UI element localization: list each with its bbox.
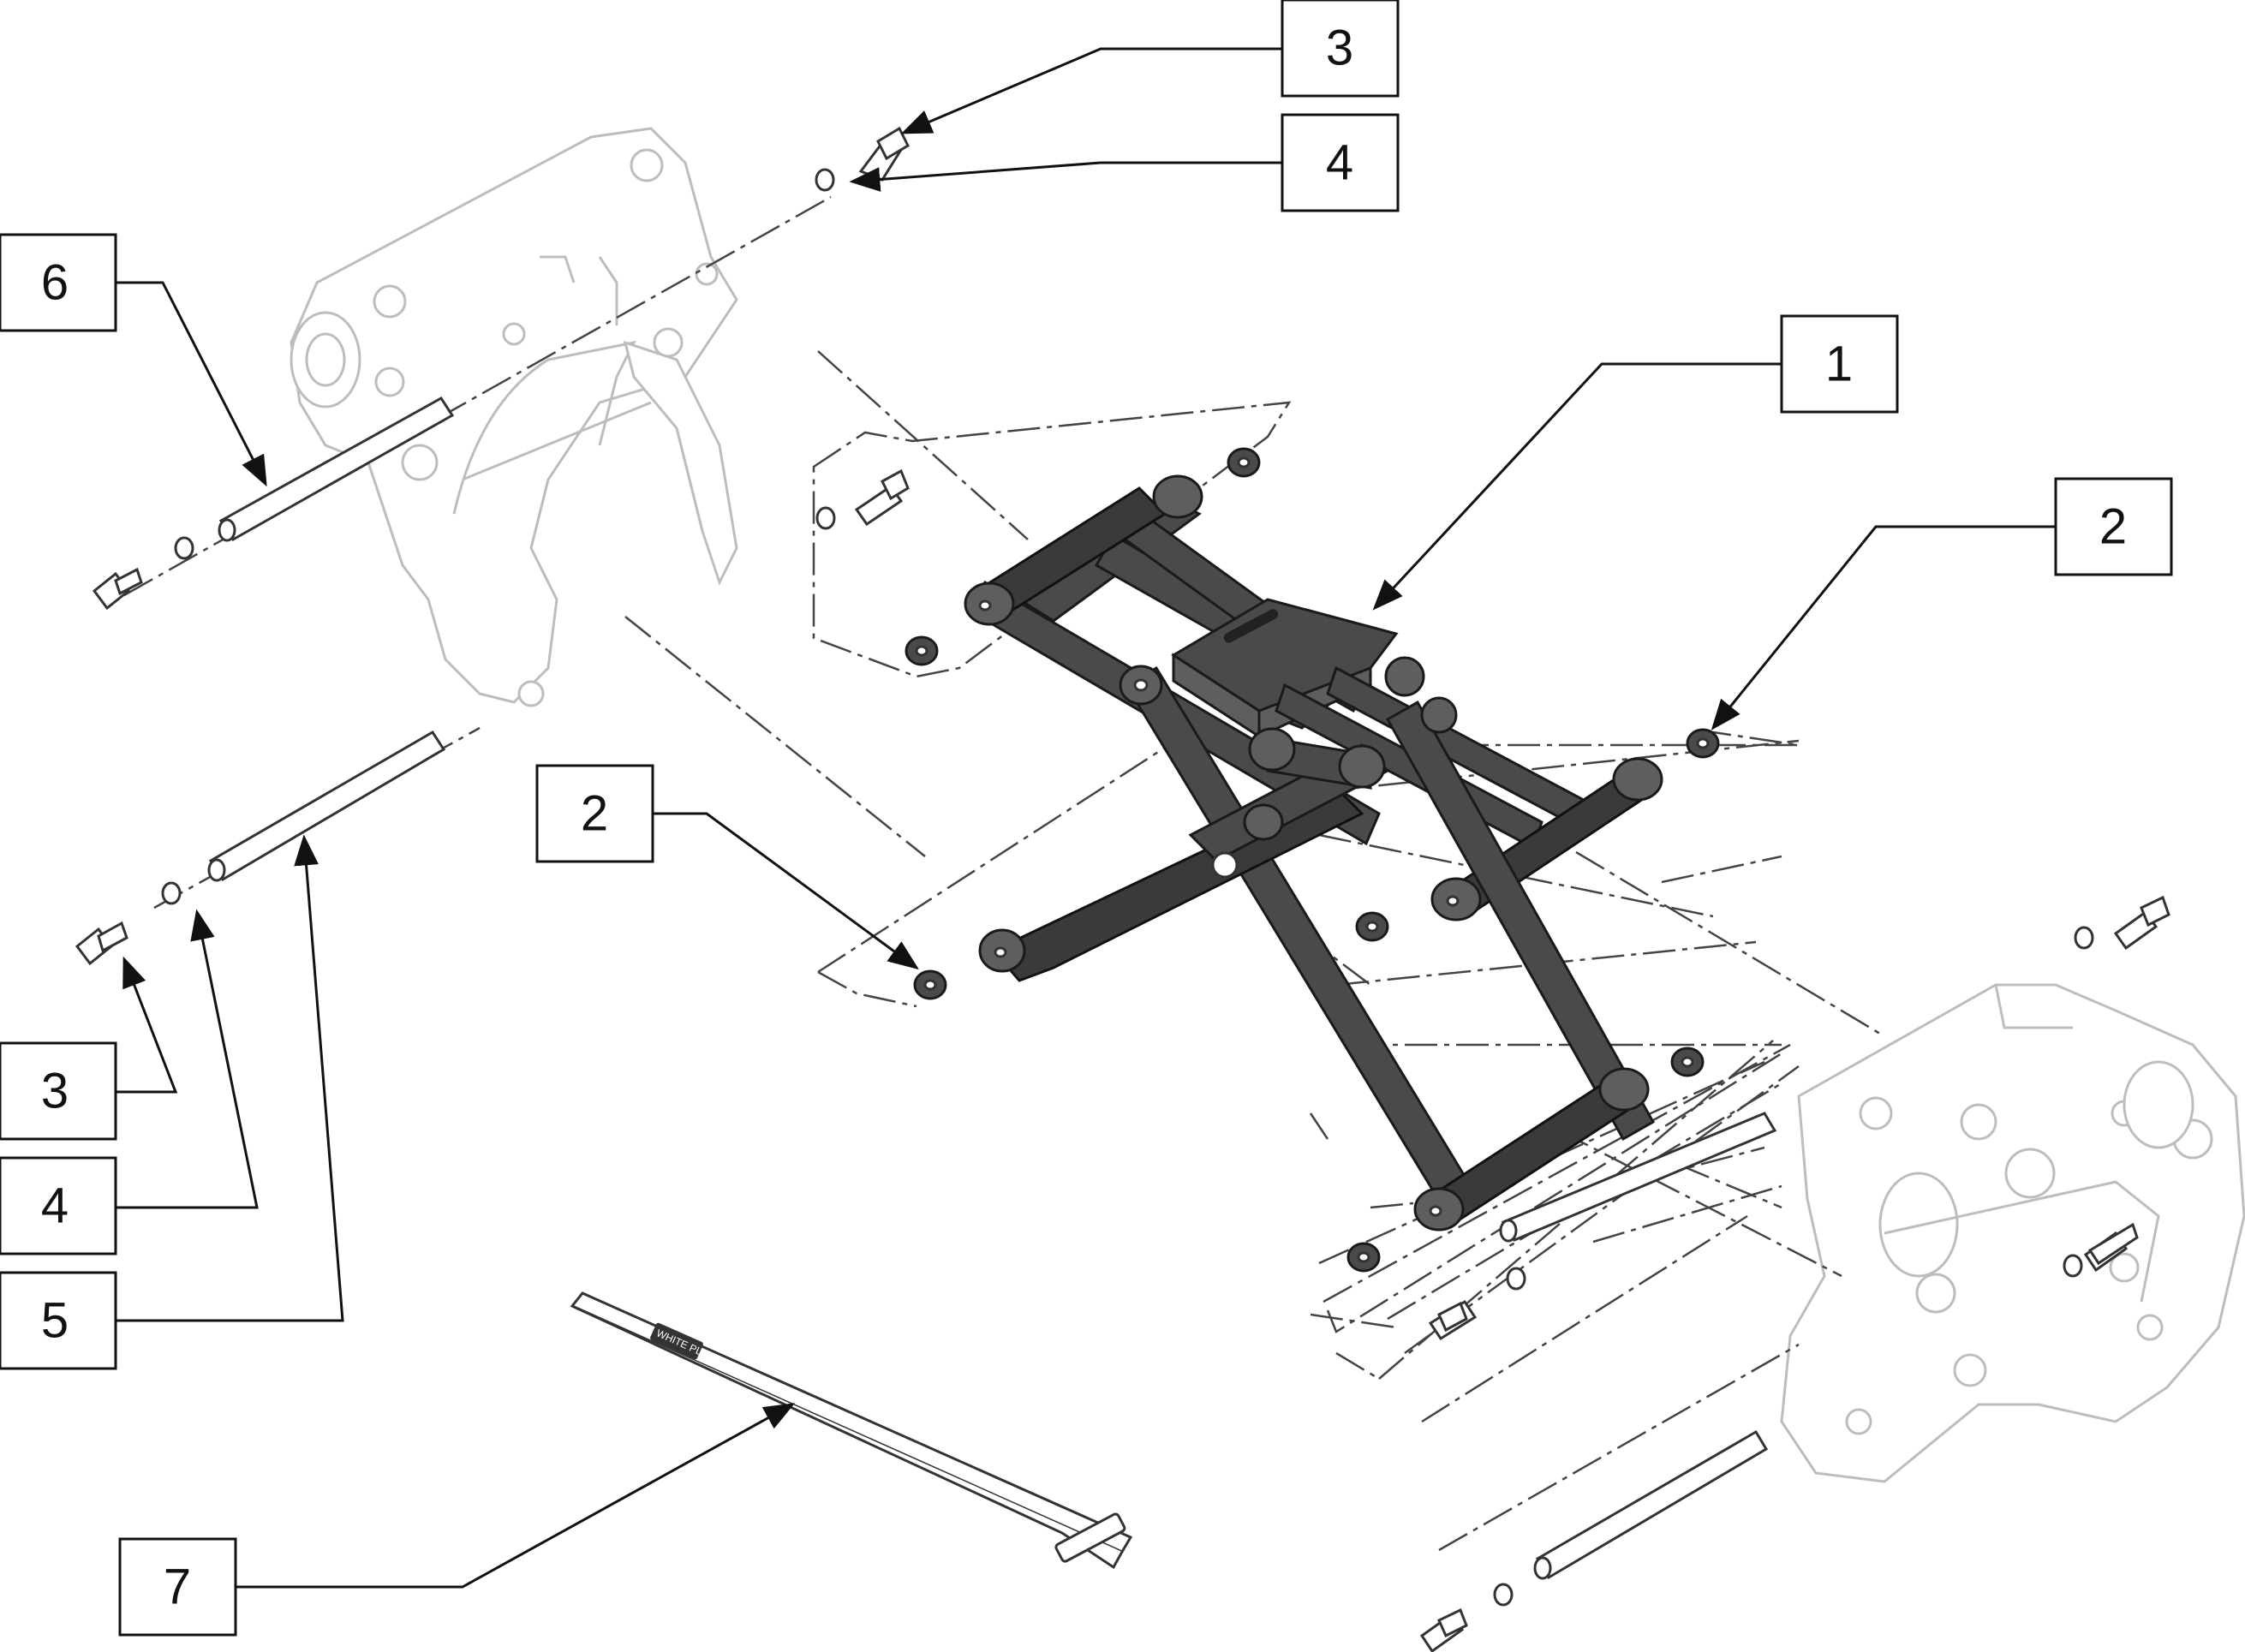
callout-5: 5 <box>0 1271 117 1370</box>
callout-label: 4 <box>1326 135 1353 191</box>
callout-3-top: 3 <box>1281 0 1400 98</box>
callout-label: 2 <box>581 786 608 842</box>
rod-lower-right-2 <box>1533 1429 1769 1580</box>
bolt-right-mid <box>1428 1267 1526 1341</box>
strap: WHITE PLATE <box>570 1291 1133 1570</box>
callout-label: 7 <box>164 1560 191 1615</box>
bushing-upper-left <box>905 635 939 666</box>
callout-2-right: 2 <box>2054 477 2173 576</box>
callout-1: 1 <box>1780 314 1899 414</box>
scissor-frame-assembly <box>964 474 1663 1232</box>
callout-7: 7 <box>118 1537 237 1637</box>
rods <box>207 397 1777 1580</box>
rod-upper-left <box>218 397 455 542</box>
bushing-left <box>913 969 947 1000</box>
bushing-mid <box>1355 911 1389 942</box>
bolt-right-top <box>2074 895 2170 951</box>
bushings <box>905 447 1720 1273</box>
bolt-lower-left <box>75 881 182 966</box>
callout-label: 3 <box>1326 21 1353 76</box>
bolt-upper-left <box>92 536 194 611</box>
bushing-right <box>1686 728 1720 759</box>
callout-4-bottom: 4 <box>0 1156 117 1255</box>
left-mount-bracket-ghost <box>290 127 738 707</box>
bushing-lower-right <box>1670 1047 1705 1077</box>
callout-label: 4 <box>41 1178 69 1234</box>
callout-3-bottom: 3 <box>0 1041 117 1141</box>
rod-lower-right-1 <box>1499 1112 1777 1243</box>
callout-6: 6 <box>0 233 117 332</box>
callout-label: 2 <box>2099 499 2127 555</box>
callout-label: 5 <box>41 1293 69 1349</box>
right-mount-bracket-ghost <box>1780 983 2245 1483</box>
callout-label: 3 <box>41 1064 69 1119</box>
callout-label: 1 <box>1825 337 1853 392</box>
bushing-bottom <box>1346 1242 1381 1273</box>
leader-lines <box>116 47 2056 1589</box>
callout-2-left: 2 <box>535 764 654 863</box>
bushing-top-right <box>1227 447 1261 478</box>
bolt-bottom <box>1419 1583 1514 1652</box>
callout-4-top: 4 <box>1281 113 1400 212</box>
bolt-mid-left <box>815 468 910 530</box>
callout-label: 6 <box>41 255 69 311</box>
rod-lower-left <box>207 730 446 882</box>
bolt-right-inner <box>2063 1222 2139 1278</box>
